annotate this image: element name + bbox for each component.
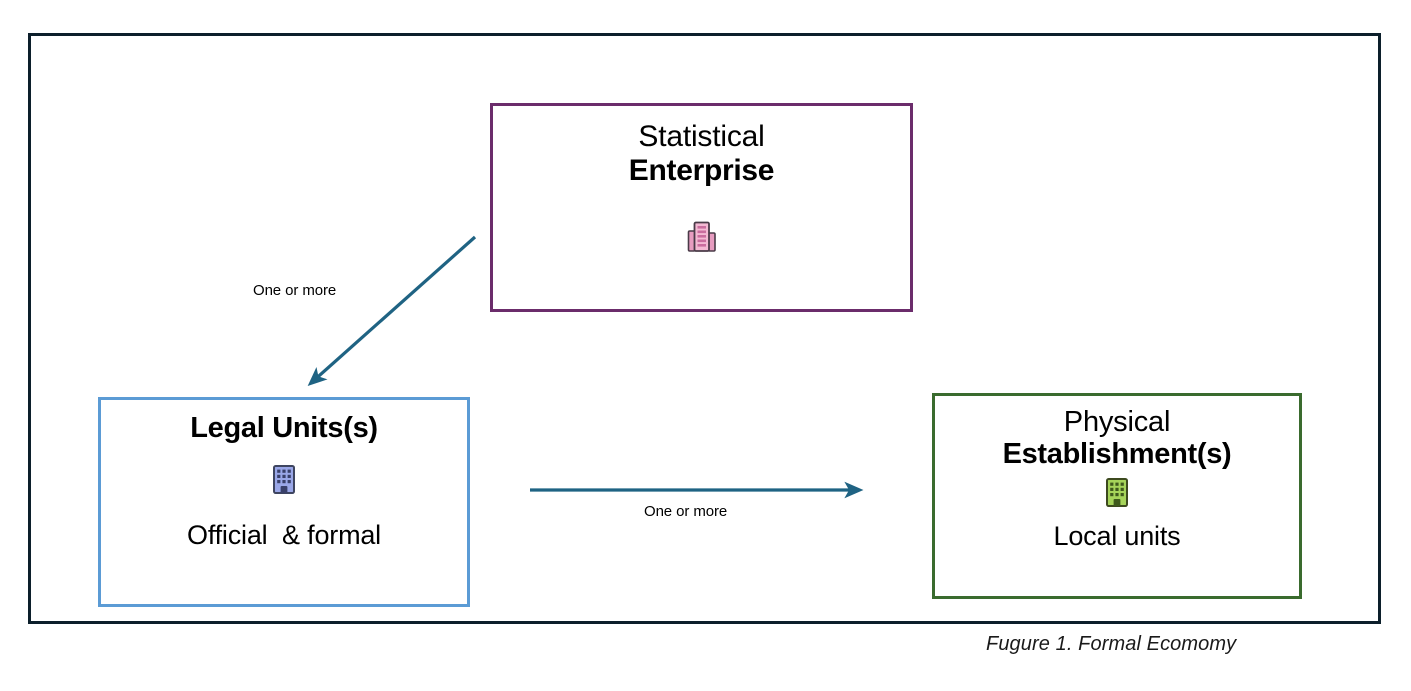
connector-enterprise-to-legal-units — [307, 235, 477, 386]
connector-label-enterprise-to-legal-units: One or more — [253, 282, 337, 299]
establishment-title-line1: Physical — [1063, 406, 1171, 438]
connector-legal-units-to-establishments — [530, 481, 864, 499]
establishment-title-line2: Establishment(s) — [1002, 438, 1232, 471]
connector-label-legal-units-to-establishments: One or more — [644, 503, 728, 520]
node-physical-establishments[interactable]: Physical Establishment(s) Local units — [932, 393, 1302, 599]
enterprise-title-line1: Statistical — [638, 120, 765, 153]
legal-units-title: Legal Units(s) — [190, 412, 378, 444]
establishment-subtitle: Local units — [1053, 520, 1181, 551]
node-statistical-enterprise[interactable]: Statistical Enterprise — [490, 103, 913, 312]
diagram-frame: Statistical Enterprise Legal Units(s) — [28, 33, 1381, 624]
legal-units-subtitle: Official & formal — [187, 520, 381, 551]
blue-office-building-icon — [269, 464, 299, 496]
green-office-building-icon — [1102, 477, 1132, 509]
enterprise-title-line2: Enterprise — [628, 153, 775, 187]
pink-office-building-icon — [687, 221, 717, 253]
node-legal-units[interactable]: Legal Units(s) Official & formal — [98, 397, 470, 607]
figure-caption: Fugure 1. Formal Ecomomy — [986, 633, 1237, 655]
